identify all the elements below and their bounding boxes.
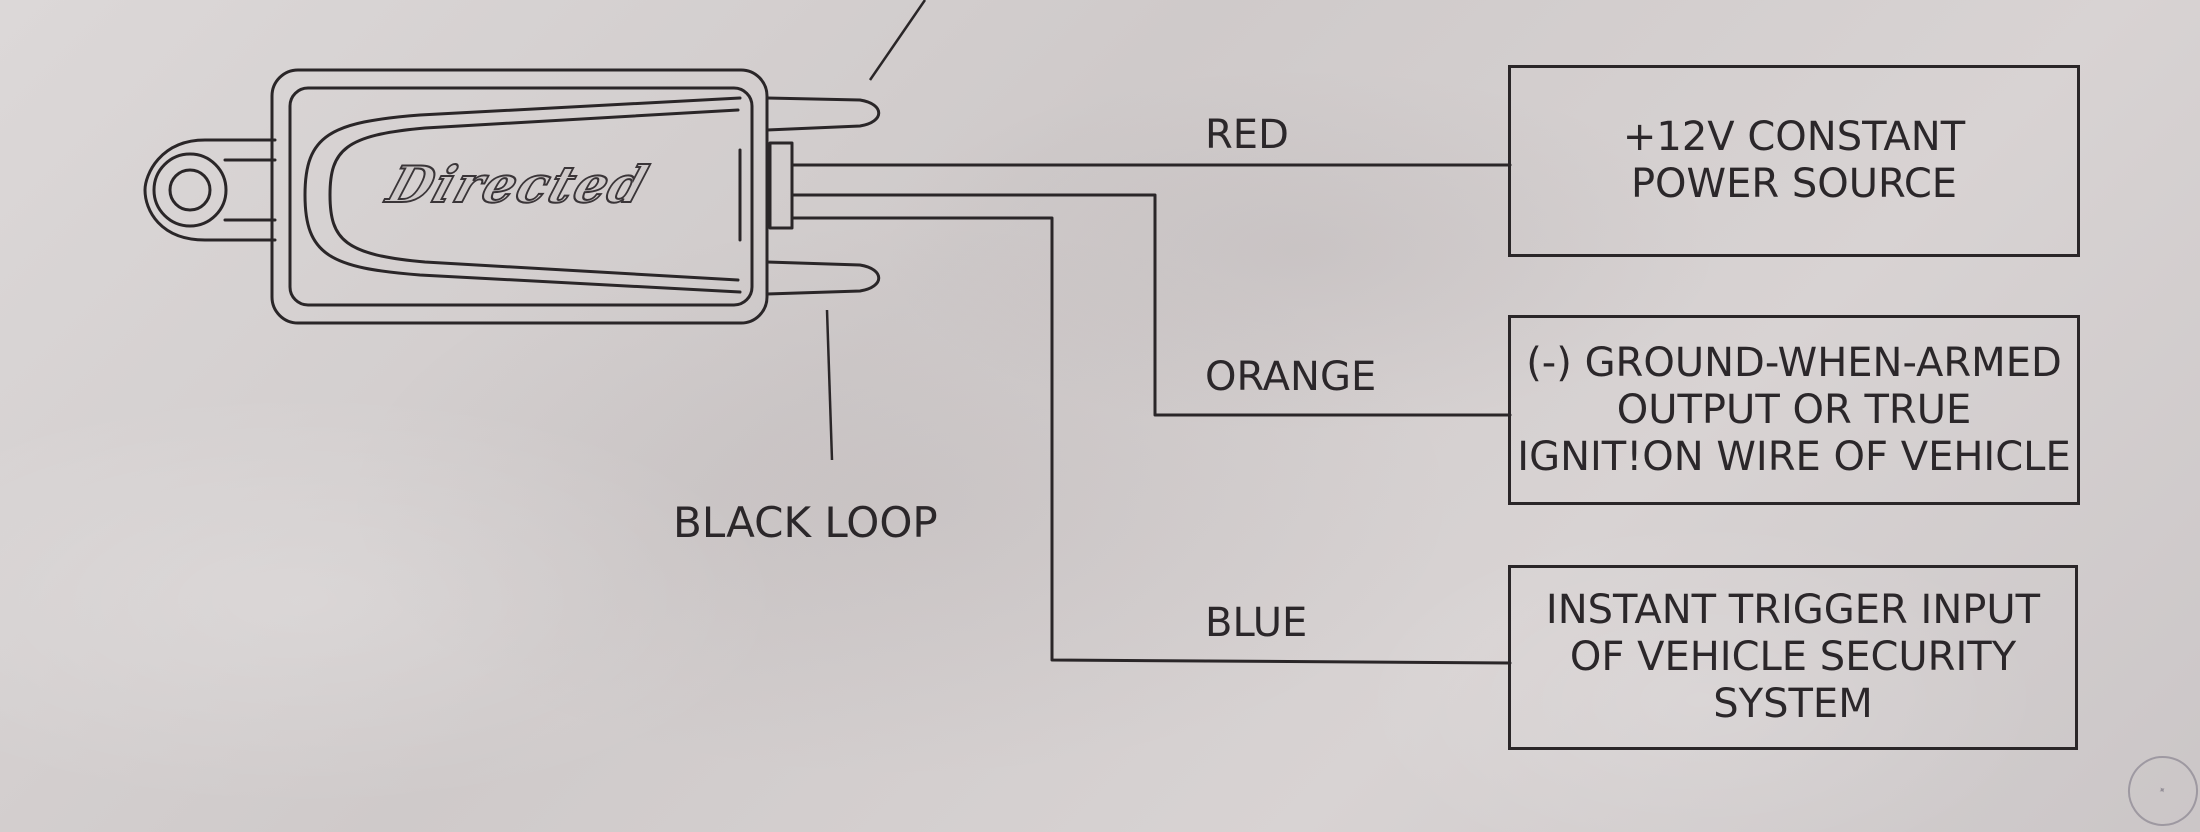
blue-wire-label: BLUE [1205, 600, 1308, 646]
ground-box-line-3: IGNIT!ON WIRE OF VEHICLE [1517, 433, 2071, 480]
trigger-box-line-2: OF VEHICLE SECURITY [1569, 634, 2017, 680]
power-box-line-1: +12V CONSTANT [1622, 114, 1966, 160]
sensor-body [270, 68, 794, 325]
trigger-box-line-3: SYSTEM [1713, 681, 1873, 727]
ground-box-line-2: OUTPUT OR TRUE [1616, 386, 1972, 433]
brand-logo: Directed [379, 154, 657, 215]
instant-trigger-box: INSTANT TRIGGER INPUT OF VEHICLE SECURIT… [1508, 565, 2078, 750]
ground-output-box: (-) GROUND-WHEN-ARMED OUTPUT OR TRUE IGN… [1508, 315, 2080, 505]
power-box-line-2: POWER SOURCE [1630, 161, 1958, 207]
blue-wire [790, 216, 1512, 665]
black-loop-label: BLACK LOOP [673, 498, 938, 547]
trigger-box-line-1: INSTANT TRIGGER INPUT [1545, 587, 2041, 633]
red-wire-label: RED [1205, 112, 1289, 158]
ground-box-line-1: (-) GROUND-WHEN-ARMED [1526, 339, 2062, 386]
black-loop-leader [825, 309, 834, 461]
antenna-fins [765, 96, 881, 296]
top-leader-line [868, 0, 927, 81]
orange-wire [790, 193, 1512, 417]
mounting-tab [143, 138, 277, 242]
power-source-box: +12V CONSTANT POWER SOURCE [1508, 65, 2080, 257]
orange-wire-label: ORANGE [1205, 354, 1377, 400]
